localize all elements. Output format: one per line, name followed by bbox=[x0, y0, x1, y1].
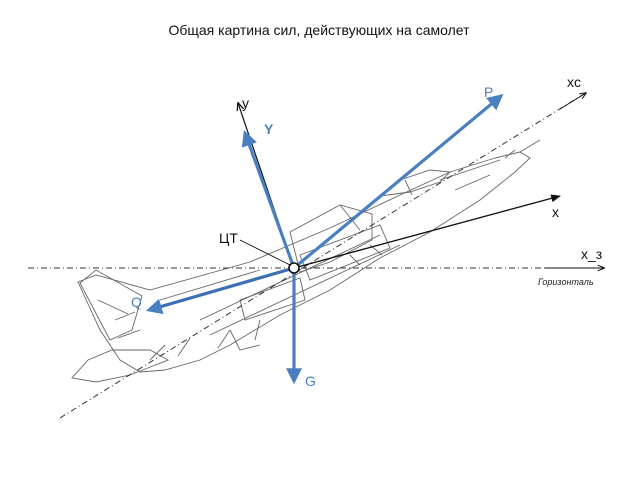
label-horizon: Горизонталь bbox=[538, 277, 594, 287]
label-x: x bbox=[552, 204, 559, 220]
xc-axis-line bbox=[59, 93, 585, 419]
x-axis-arrow bbox=[293, 194, 561, 269]
aircraft-drawing bbox=[71, 139, 541, 383]
label-xc: xc bbox=[567, 74, 581, 90]
label-force-g: G bbox=[305, 373, 316, 389]
label-force-q: Q bbox=[131, 294, 142, 310]
xc-axis-arrow bbox=[559, 93, 586, 110]
label-xz: x_з bbox=[581, 246, 602, 262]
label-y-axis: y bbox=[242, 95, 249, 111]
thrust-vector-p bbox=[292, 93, 504, 270]
center-of-gravity-point bbox=[288, 262, 300, 274]
label-ct: ЦТ bbox=[219, 230, 238, 246]
label-force-p: P bbox=[484, 84, 493, 100]
drag-vector-q bbox=[145, 266, 295, 315]
ct-leader-line bbox=[239, 239, 291, 266]
page-title: Общая картина сил, действующих на самоле… bbox=[168, 22, 470, 38]
lift-vector-y bbox=[241, 129, 296, 269]
label-force-y: Y bbox=[264, 121, 274, 137]
